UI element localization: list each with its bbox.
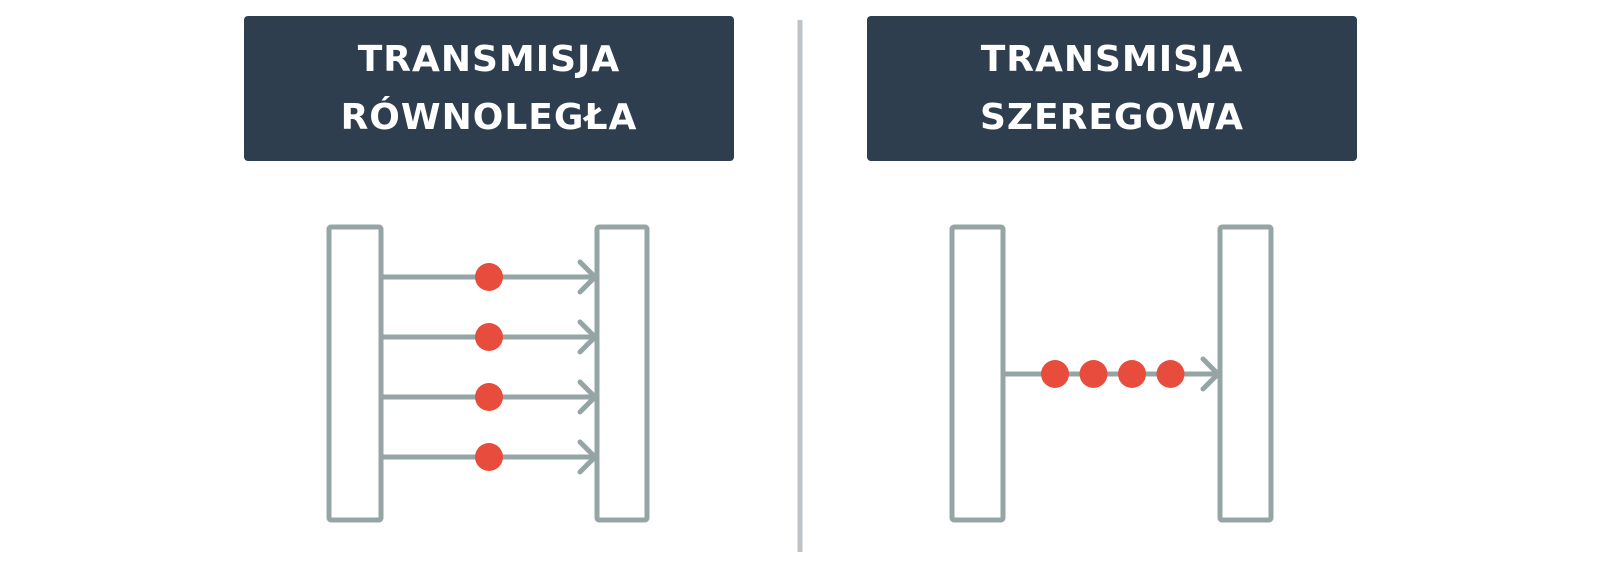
parallel-title-box: TRANSMISJA RÓWNOLEGŁA <box>244 16 734 161</box>
parallel-data-dot-1 <box>475 263 503 291</box>
parallel-title-line1: TRANSMISJA <box>357 38 621 80</box>
parallel-lane-2-arrowhead <box>577 319 598 355</box>
serial-diagram <box>949 224 1274 523</box>
serial-data-dot-2 <box>1079 360 1108 388</box>
serial-sender-block <box>949 224 1006 523</box>
serial-lane-arrowhead <box>1200 356 1221 392</box>
parallel-title-line2: RÓWNOLEGŁA <box>340 96 638 138</box>
serial-data-dot-4 <box>1156 360 1185 388</box>
parallel-diagram <box>326 224 650 523</box>
parallel-data-dot-4 <box>475 443 503 471</box>
parallel-data-dot-2 <box>475 323 503 351</box>
parallel-lane-1-arrowhead <box>577 259 598 295</box>
serial-data-dot-1 <box>1041 360 1069 388</box>
parallel-lane-3-arrowhead <box>577 379 598 415</box>
serial-title-line1: TRANSMISJA <box>980 38 1244 80</box>
serial-receiver-block <box>1217 224 1274 523</box>
parallel-data-dot-3 <box>475 383 503 411</box>
serial-data-dot-3 <box>1118 360 1146 388</box>
parallel-lane-4-arrowhead <box>577 439 598 475</box>
parallel-receiver-block <box>594 224 650 523</box>
parallel-sender-block <box>326 224 384 523</box>
serial-title-box: TRANSMISJA SZEREGOWA <box>867 16 1357 161</box>
serial-title-line2: SZEREGOWA <box>979 96 1245 138</box>
